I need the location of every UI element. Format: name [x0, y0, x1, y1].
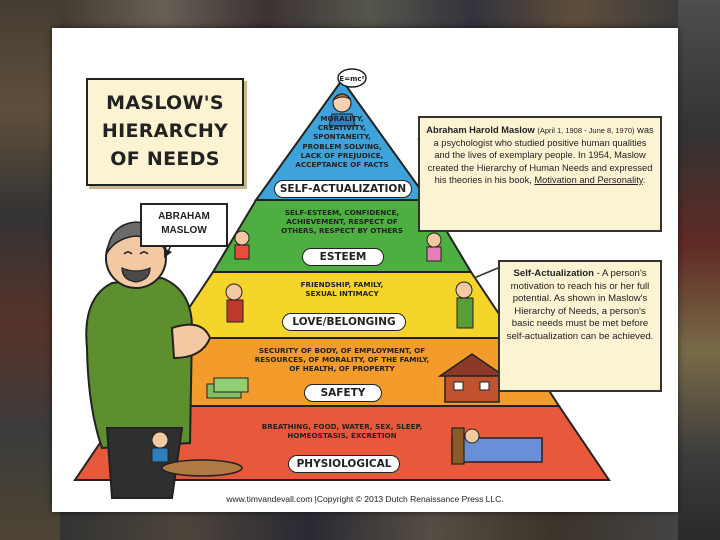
title-box: MASLOW'S HIERARCHY OF NEEDS — [86, 78, 244, 186]
bed-icon — [451, 427, 543, 465]
label-esteem: ESTEEM — [302, 248, 384, 266]
definition-box: Self-Actualization - A person's motivati… — [498, 260, 662, 392]
definition-text: Self-Actualization - A person's motivati… — [506, 268, 654, 344]
money-icon — [206, 377, 249, 399]
title-line-3: OF NEEDS — [110, 148, 220, 170]
desc-line: OTHERS, RESPECT BY OTHERS — [281, 226, 403, 236]
house-icon — [437, 353, 507, 403]
name-label-box: ABRAHAM MASLOW — [140, 203, 228, 247]
desc-line: PROBLEM SOLVING, — [302, 141, 382, 151]
name-line-1: ABRAHAM — [158, 211, 210, 222]
background-poster — [0, 0, 60, 540]
definition-term: Self-Actualization — [513, 268, 595, 279]
desc-physiological: BREATHING, FOOD, WATER, SEX, SLEEP, HOME… — [242, 422, 442, 440]
desc-love-belonging: FRIENDSHIP, FAMILY, SEXUAL INTIMACY — [282, 280, 402, 298]
desc-line: ACCEPTANCE OF FACTS — [295, 160, 389, 170]
thinker-body-icon — [328, 113, 356, 127]
desc-line: SPONTANEITY, — [313, 132, 371, 142]
background-poster — [60, 512, 678, 540]
desc-line: CREATIVITY, — [317, 123, 367, 133]
desc-safety: SECURITY OF BODY, OF EMPLOYMENT, OF RESO… — [242, 346, 442, 374]
name-pointer-arrowhead — [164, 248, 172, 258]
thinker-hair-icon — [332, 93, 352, 101]
definition-body: - A person's motivation to reach his or … — [506, 268, 654, 342]
label-physiological: PHYSIOLOGICAL — [288, 455, 400, 473]
bio-box: Abraham Harold Maslow (April 1, 1908 - J… — [418, 116, 662, 232]
desc-line: BREATHING, FOOD, WATER, SEX, SLEEP, — [261, 422, 423, 431]
label-safety: SAFETY — [304, 384, 382, 402]
thought-bubble — [337, 68, 367, 88]
desc-self-actualization: MORALITY, CREATIVITY, SPONTANEITY, PROBL… — [292, 114, 392, 169]
desc-line: HOMEOSTASIS, EXCRETION — [287, 431, 397, 441]
slide: E=mc² — [52, 28, 678, 512]
definition-connector — [473, 267, 499, 279]
desc-line: OF HEALTH, OF PROPERTY — [289, 364, 395, 374]
desc-esteem: SELF-ESTEEM, CONFIDENCE, ACHIEVEMENT, RE… — [274, 208, 410, 236]
pyramid-illustration: E=mc² — [73, 68, 611, 499]
desc-line: ACHIEVEMENT, RESPECT OF — [286, 217, 398, 227]
dining-figure — [151, 431, 243, 477]
background-poster — [60, 0, 678, 28]
desc-line: MORALITY, — [320, 114, 364, 123]
label-self-actualization: SELF-ACTUALIZATION — [274, 180, 412, 198]
bio-body: was a psychologist who studied positive … — [427, 125, 654, 185]
bio-dates: (April 1, 1908 - June 8, 1970) — [537, 126, 635, 135]
thought-bubble-text: E=mc² — [339, 75, 364, 83]
copyright-footer: www.timvandevall.com |Copyright © 2013 D… — [226, 494, 504, 504]
desc-line: RESOURCES, OF MORALITY, OF THE FAMILY, — [254, 355, 430, 365]
desc-line: LACK OF PREJUDICE, — [300, 150, 384, 160]
family-figures — [225, 281, 474, 329]
name-line-2: MASLOW — [161, 225, 207, 236]
desc-line: SELF-ESTEEM, CONFIDENCE, — [284, 208, 400, 217]
esteem-figures — [234, 230, 442, 262]
label-love-belonging: LOVE/BELONGING — [282, 313, 406, 331]
bio-name: Abraham Harold Maslow — [426, 125, 535, 135]
maslow-figure — [85, 221, 212, 499]
bio-text: Abraham Harold Maslow (April 1, 1908 - J… — [426, 124, 654, 186]
bio-book: Motivation and Personality — [534, 174, 643, 185]
bio-end: . — [642, 174, 646, 185]
desc-line: SEXUAL INTIMACY — [305, 289, 379, 299]
title-line-2: HIERARCHY — [101, 120, 229, 142]
title-line-1: MASLOW'S — [106, 92, 224, 114]
background-poster — [678, 0, 720, 540]
desc-line: SECURITY OF BODY, OF EMPLOYMENT, OF — [258, 346, 426, 355]
desc-line: FRIENDSHIP, FAMILY, — [300, 280, 384, 289]
